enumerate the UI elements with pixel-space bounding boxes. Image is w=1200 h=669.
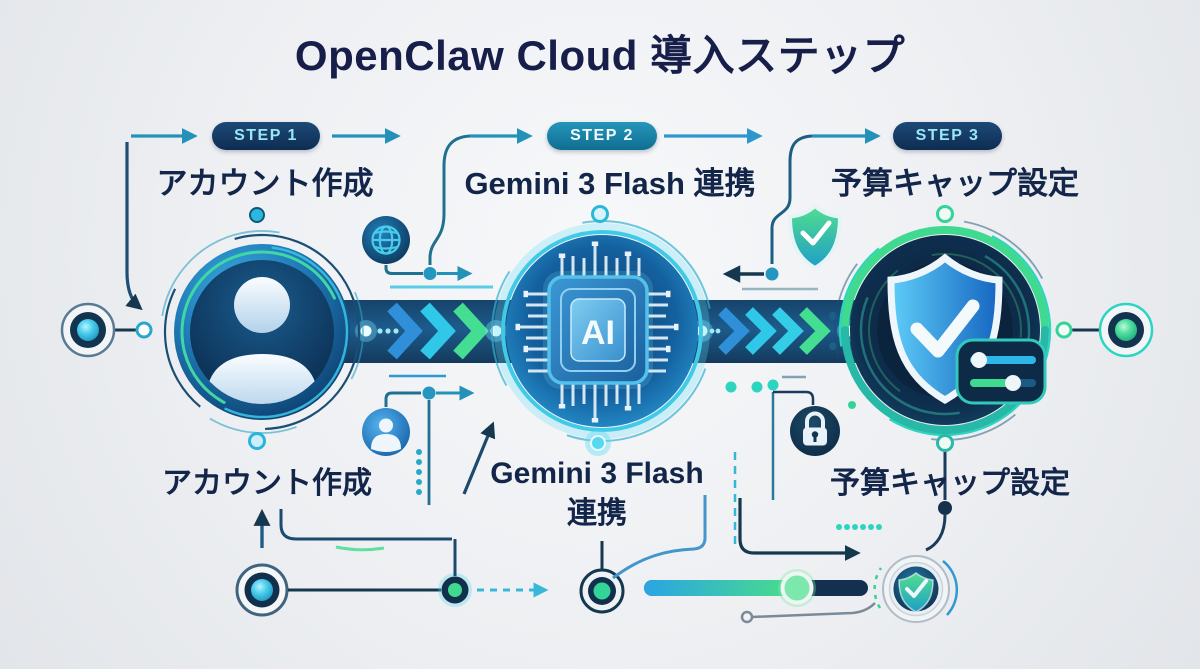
step2-badge: STEP 2 <box>547 122 657 150</box>
edge-node-left <box>60 302 153 358</box>
bottom-circuit <box>235 452 959 624</box>
entry-arrow <box>125 142 143 311</box>
lock-branch <box>773 390 815 405</box>
step3-caption: 予算キャップ設定 <box>830 467 1070 500</box>
lock-icon <box>790 406 840 456</box>
globe-icon <box>362 216 410 264</box>
elbow-step3 <box>770 134 813 264</box>
ring-node <box>936 434 954 452</box>
circuit-line <box>751 602 876 619</box>
edge-node-right <box>1055 302 1154 358</box>
decor-dot <box>725 381 737 393</box>
step1-heading: アカウント作成 <box>156 166 374 201</box>
globe-branch <box>384 265 423 275</box>
chip-pin-pads <box>515 241 679 423</box>
ring-node <box>249 207 265 223</box>
page-title: OpenClaw Cloud 導入ステップ <box>294 32 906 79</box>
decor-dot <box>848 401 856 409</box>
ring-node <box>591 205 609 223</box>
junction-dot <box>423 267 437 280</box>
connector-lines <box>125 128 881 548</box>
step1-circle <box>160 207 364 450</box>
step1-badge: STEP 1 <box>212 122 320 150</box>
elbow-step2 <box>428 134 471 265</box>
ring-node <box>740 610 754 624</box>
ai-chip-icon: AI <box>515 241 679 423</box>
decor-line <box>335 545 385 552</box>
circuit-node-3 <box>579 568 625 614</box>
decor-dot <box>751 381 763 393</box>
ring-node <box>248 432 266 450</box>
circuit-node-1 <box>235 563 289 617</box>
step1-caption: アカウント作成 <box>162 467 372 500</box>
chevrons-right <box>387 302 489 360</box>
shield-check-badge-icon <box>873 555 959 623</box>
step3-circle <box>834 205 1056 452</box>
budget-progress-bar <box>644 569 868 607</box>
step2-circle: AI <box>491 205 713 456</box>
step3-heading: 予算キャップ設定 <box>831 166 1079 201</box>
junction-dot <box>422 386 436 400</box>
shield-small-icon <box>787 203 843 271</box>
elbow-line <box>279 509 452 541</box>
step2-heading: Gemini 3 Flash 連携 <box>464 166 756 201</box>
arrow-into-badge <box>738 498 861 561</box>
flow-band-1 <box>336 300 530 363</box>
step3-badge: STEP 3 <box>893 122 1002 150</box>
chip-pins <box>520 246 674 418</box>
user-avatar-icon <box>206 277 318 404</box>
diagonal-arrow <box>462 421 496 495</box>
chevrons-right <box>718 307 831 355</box>
step2-caption: Gemini 3 Flash 連携 <box>490 454 703 533</box>
sliders-panel-icon <box>955 338 1047 405</box>
circuit-line <box>612 495 707 580</box>
junction-dot <box>765 267 779 281</box>
dotted-horizontal <box>836 524 882 530</box>
circuit-line <box>925 514 947 552</box>
teal-dot <box>767 379 779 391</box>
step2-caption-line1: Gemini 3 Flash <box>490 457 704 490</box>
ring-node <box>936 205 954 223</box>
step2-caption-line2: 連携 <box>567 496 627 530</box>
slider-knob <box>780 571 814 605</box>
person-branch <box>384 391 421 407</box>
junction-dot <box>938 501 952 515</box>
circuit-node-2 <box>438 573 472 607</box>
user-small-icon <box>362 408 410 456</box>
ai-chip-label: AI <box>581 314 615 352</box>
ring-node <box>590 435 606 451</box>
dotted-vertical <box>416 449 422 495</box>
